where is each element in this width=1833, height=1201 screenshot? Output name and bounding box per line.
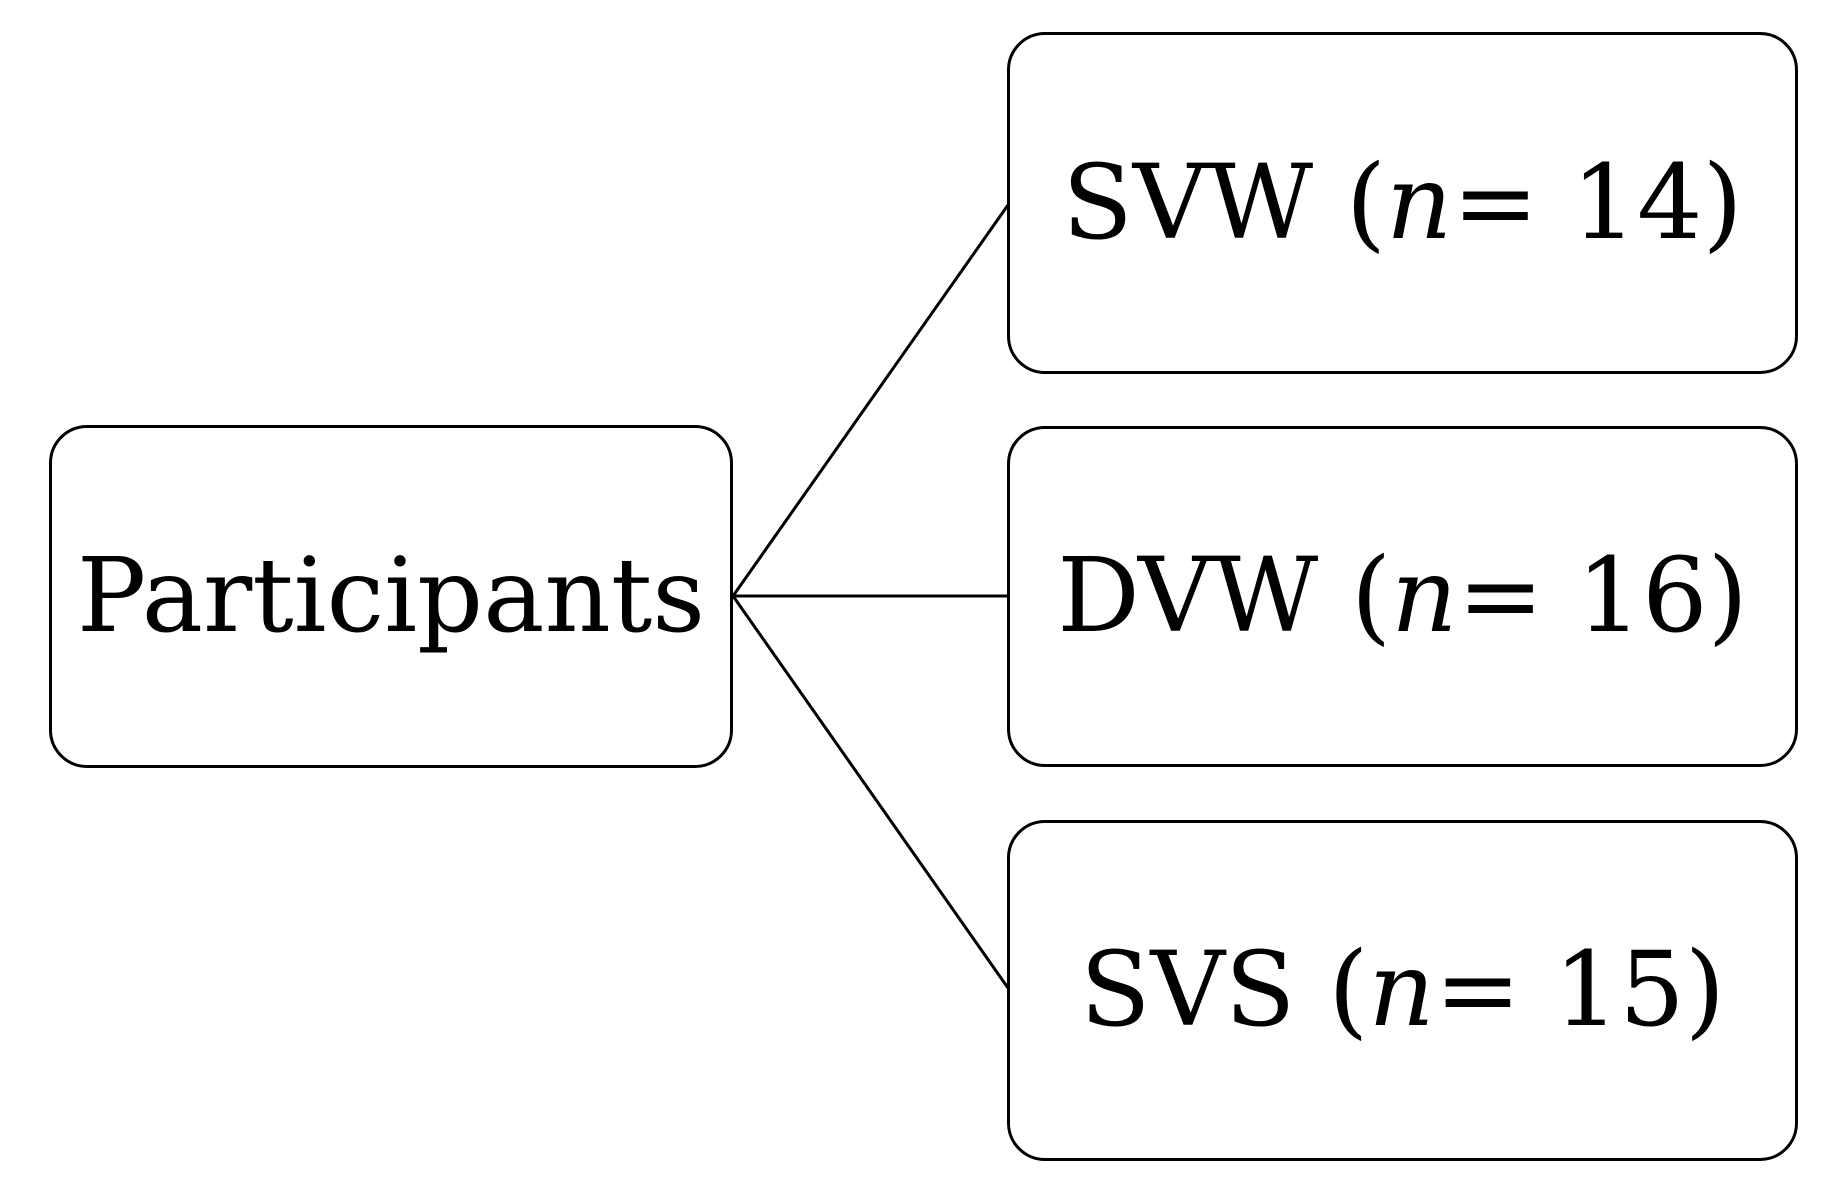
label-prefix: DVW ( bbox=[1057, 536, 1392, 656]
label-prefix: SVS ( bbox=[1079, 930, 1369, 1050]
node-svs: SVS (n= 15) bbox=[1007, 820, 1798, 1161]
label-prefix: SVW ( bbox=[1062, 142, 1387, 263]
label-suffix: = 15) bbox=[1434, 930, 1726, 1050]
node-participants: Participants bbox=[49, 425, 733, 768]
connector-root-to-svs bbox=[731, 595, 1010, 989]
label-suffix: = 14) bbox=[1452, 142, 1743, 263]
node-dvw: DVW (n= 16) bbox=[1007, 426, 1798, 767]
label-variable-n: n bbox=[1368, 930, 1435, 1050]
label-variable-n: n bbox=[1386, 142, 1453, 263]
node-svw: SVW (n= 14) bbox=[1007, 32, 1798, 374]
node-svw-label: SVW (n= 14) bbox=[1062, 151, 1742, 255]
node-dvw-label: DVW (n= 16) bbox=[1057, 545, 1748, 648]
label-variable-n: n bbox=[1391, 536, 1458, 656]
node-svs-label: SVS (n= 15) bbox=[1080, 939, 1725, 1042]
node-participants-label: Participants bbox=[76, 536, 706, 656]
label-suffix: = 16) bbox=[1457, 536, 1748, 656]
connector-root-to-svw bbox=[731, 204, 1010, 597]
